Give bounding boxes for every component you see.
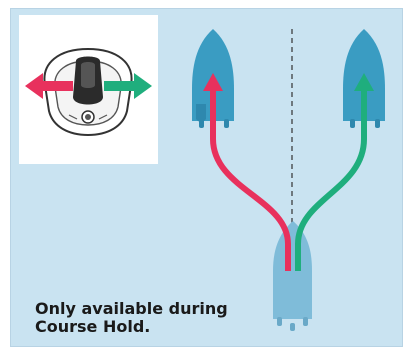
left-arrow-icon: [25, 73, 73, 99]
right-arrow-icon: [104, 73, 152, 99]
right-turn-path: [295, 73, 374, 271]
start-boat: [273, 221, 312, 331]
course-hold-diagram: [192, 29, 385, 331]
caption-text: Only available during Course Hold.: [35, 300, 285, 336]
switch-inset: [19, 15, 158, 164]
caption-line-1: Only available during: [35, 299, 228, 318]
diagram-panel: Only available during Course Hold.: [10, 8, 403, 347]
steering-switch-icon: [25, 47, 152, 137]
left-turn-path: [203, 73, 291, 271]
caption-line-2: Course Hold.: [35, 317, 151, 336]
